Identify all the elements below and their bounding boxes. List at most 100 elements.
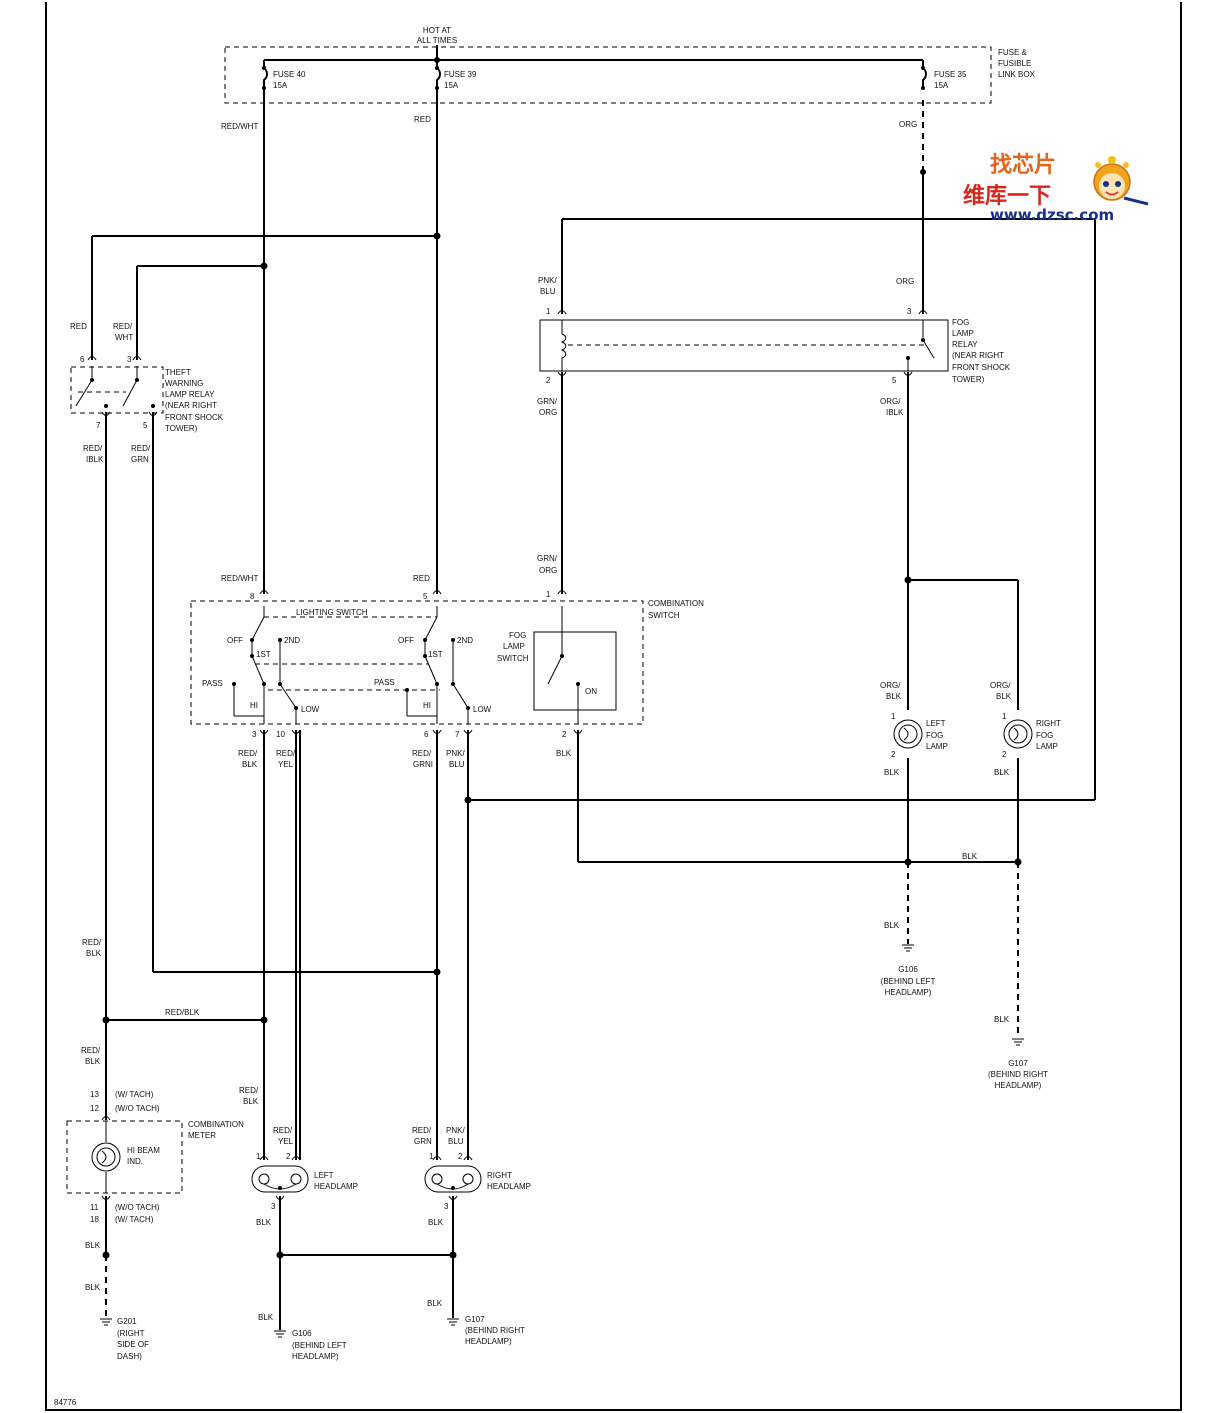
fuse-box-label: LINK BOX	[998, 70, 1036, 79]
svg-text:RED: RED	[70, 322, 87, 331]
svg-text:HEADLAMP): HEADLAMP)	[465, 1337, 512, 1346]
combination-meter: HI BEAM IND. COMBINATION METER 13 (W/ TA…	[66, 1090, 244, 1224]
fog-lamp-relay: FOG LAMP RELAY (NEAR RIGHT FRONT SHOCK T…	[539, 307, 1011, 385]
svg-text:COMBINATION: COMBINATION	[188, 1120, 244, 1129]
svg-text:DASH): DASH)	[117, 1352, 142, 1361]
svg-text:GRN: GRN	[414, 1137, 432, 1146]
svg-text:BLK: BLK	[427, 1299, 443, 1308]
svg-text:3: 3	[444, 1202, 449, 1211]
svg-text:RED/BLK: RED/BLK	[165, 1008, 200, 1017]
svg-text:3: 3	[907, 307, 912, 316]
svg-text:3: 3	[271, 1202, 276, 1211]
svg-text:RED/: RED/	[113, 322, 133, 331]
svg-text:RELAY: RELAY	[952, 340, 978, 349]
svg-text:ORG: ORG	[896, 277, 914, 286]
svg-text:WHT: WHT	[115, 333, 133, 342]
svg-text:13: 13	[90, 1090, 99, 1099]
svg-text:ORG/: ORG/	[990, 681, 1011, 690]
svg-text:HI: HI	[423, 701, 431, 710]
svg-text:G106: G106	[292, 1329, 312, 1338]
svg-text:GRN/: GRN/	[537, 554, 558, 563]
svg-text:2: 2	[891, 750, 896, 759]
svg-text:THEFT: THEFT	[165, 368, 191, 377]
svg-text:5: 5	[892, 376, 897, 385]
svg-text:BLU: BLU	[540, 287, 556, 296]
svg-text:RED/: RED/	[412, 1126, 432, 1135]
svg-text:BLK: BLK	[258, 1313, 274, 1322]
svg-text:HEADLAMP): HEADLAMP)	[995, 1081, 1042, 1090]
svg-text:15A: 15A	[444, 81, 459, 90]
svg-text:BLK: BLK	[556, 749, 572, 758]
wires	[91, 88, 1096, 1330]
svg-text:(W/ TACH): (W/ TACH)	[115, 1090, 154, 1099]
fuse-link-box: HOT AT ALL TIMES FUSE & FUSIBLE LINK BOX…	[224, 26, 1036, 104]
svg-text:HEADLAMP): HEADLAMP)	[292, 1352, 339, 1361]
fuse-40: FUSE 40 15A	[262, 60, 306, 90]
svg-text:FOG: FOG	[952, 318, 969, 327]
svg-text:6: 6	[80, 355, 85, 364]
svg-text:BLK: BLK	[85, 1241, 101, 1250]
svg-text:PNK/: PNK/	[446, 1126, 465, 1135]
svg-text:18: 18	[90, 1215, 99, 1224]
svg-text:METER: METER	[188, 1131, 216, 1140]
svg-text:LIGHTING SWITCH: LIGHTING SWITCH	[296, 608, 368, 617]
svg-text:(W/ TACH): (W/ TACH)	[115, 1215, 154, 1224]
right-fog-lamp: RIGHT FOG LAMP 1 2	[1002, 712, 1061, 759]
svg-text:G106: G106	[898, 965, 918, 974]
svg-text:BLU: BLU	[448, 1137, 464, 1146]
ground-g106-headlamp: G106 (BEHIND LEFT HEADLAMP)	[274, 1329, 347, 1361]
svg-text:FOG: FOG	[1036, 731, 1053, 740]
left-fog-lamp: LEFT FOG LAMP 1 2	[891, 712, 948, 759]
svg-text:LAMP: LAMP	[952, 329, 974, 338]
svg-text:HEADLAMP: HEADLAMP	[314, 1182, 358, 1191]
svg-text:2: 2	[546, 376, 551, 385]
svg-text:HI BEAM: HI BEAM	[127, 1146, 160, 1155]
svg-text:BLK: BLK	[884, 921, 900, 930]
wire-labels: RED/WHT RED ORG ORG PNK/ BLU RED RED/ WH…	[70, 115, 1012, 1322]
svg-text:PNK/: PNK/	[538, 276, 557, 285]
svg-text:IND.: IND.	[127, 1157, 143, 1166]
svg-text:FOG: FOG	[509, 631, 526, 640]
svg-text:SWITCH: SWITCH	[648, 611, 680, 620]
svg-text:5: 5	[423, 592, 428, 601]
svg-text:ORG/: ORG/	[880, 397, 901, 406]
svg-text:3: 3	[252, 730, 257, 739]
svg-text:IBLK: IBLK	[886, 408, 904, 417]
svg-text:7: 7	[455, 730, 460, 739]
svg-text:G107: G107	[1008, 1059, 1028, 1068]
svg-text:ORG: ORG	[899, 120, 917, 129]
svg-text:RED/: RED/	[82, 938, 102, 947]
svg-text:LAMP: LAMP	[503, 642, 525, 651]
svg-text:1ST: 1ST	[256, 650, 271, 659]
svg-text:LEFT: LEFT	[926, 719, 946, 728]
svg-text:2: 2	[286, 1152, 291, 1161]
svg-text:G107: G107	[465, 1315, 485, 1324]
svg-text:2: 2	[562, 730, 567, 739]
svg-text:ORG: ORG	[539, 408, 557, 417]
svg-text:FUSE 40: FUSE 40	[273, 70, 306, 79]
svg-text:LAMP: LAMP	[926, 742, 948, 751]
left-headlamp: LEFT HEADLAMP 1 2 3	[251, 1152, 358, 1211]
svg-text:10: 10	[276, 730, 285, 739]
svg-text:5: 5	[143, 421, 148, 430]
watermark-url: www.dzsc.com	[990, 206, 1114, 224]
svg-text:(BEHIND LEFT: (BEHIND LEFT	[881, 977, 936, 986]
svg-text:15A: 15A	[934, 81, 949, 90]
svg-text:BLK: BLK	[85, 1057, 101, 1066]
hot-at-label: HOT AT	[423, 26, 451, 35]
right-headlamp: RIGHT HEADLAMP 1 2 3	[424, 1152, 531, 1211]
svg-text:PASS: PASS	[202, 679, 223, 688]
svg-text:8: 8	[250, 592, 255, 601]
svg-text:1: 1	[546, 307, 551, 316]
svg-text:YEL: YEL	[278, 1137, 294, 1146]
svg-text:WARNING: WARNING	[165, 379, 203, 388]
svg-text:FRONT SHOCK: FRONT SHOCK	[952, 363, 1011, 372]
svg-text:FUSE 35: FUSE 35	[934, 70, 967, 79]
svg-text:BLK: BLK	[243, 1097, 259, 1106]
svg-text:RED/: RED/	[239, 1086, 259, 1095]
svg-text:1ST: 1ST	[428, 650, 443, 659]
svg-text:BLK: BLK	[884, 768, 900, 777]
svg-text:BLK: BLK	[994, 1015, 1010, 1024]
svg-text:RED: RED	[413, 574, 430, 583]
svg-text:BLK: BLK	[996, 692, 1012, 701]
